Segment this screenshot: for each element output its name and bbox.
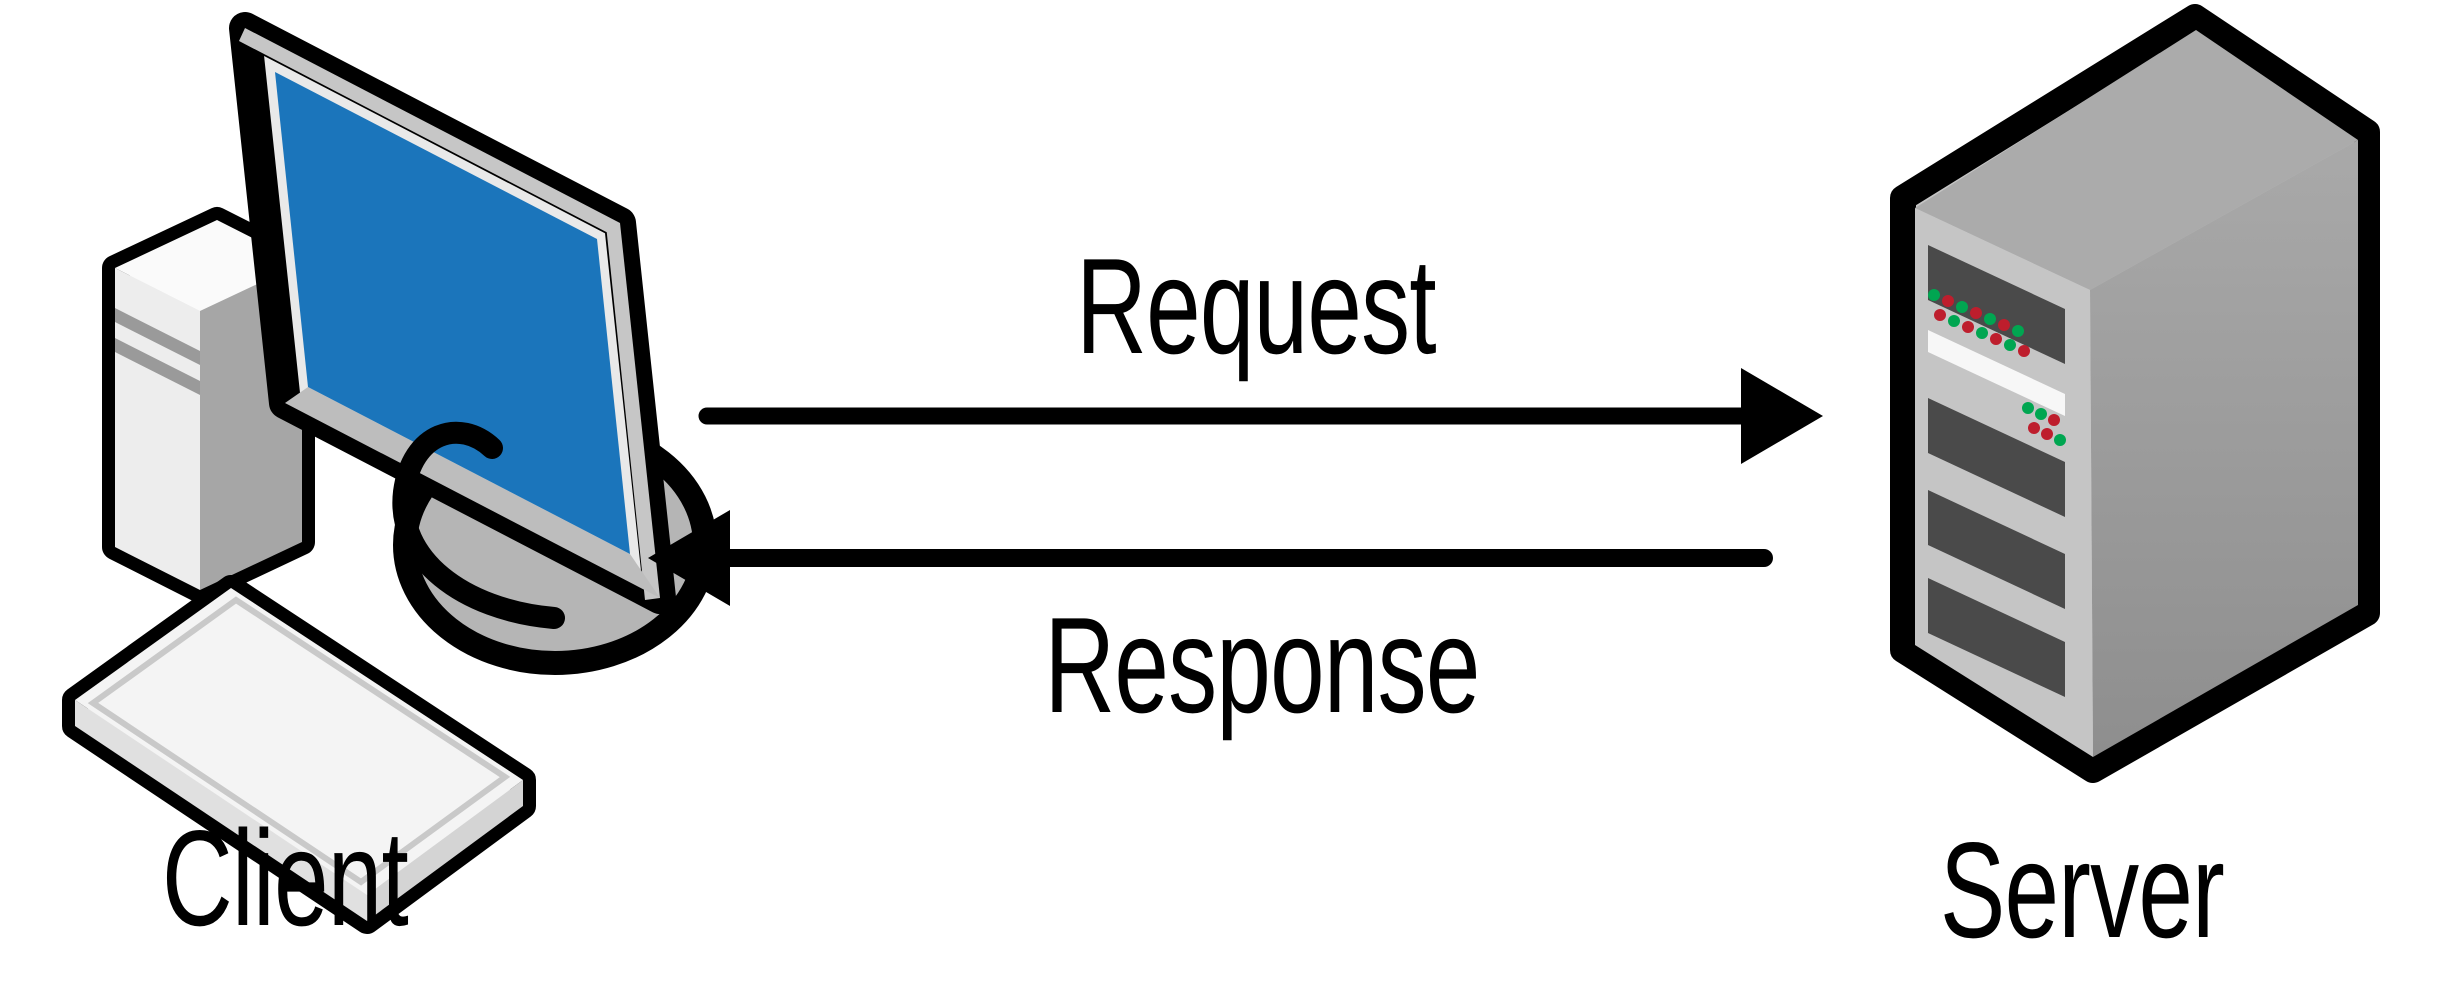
server-white-stripe (1928, 330, 2065, 416)
client-monitor (229, 12, 676, 614)
server-tower-icon (1890, 4, 2380, 783)
server-label: Server (1939, 814, 2225, 966)
server-top-face (1915, 30, 2358, 290)
tower-stripe (115, 308, 200, 365)
tower-stripe (115, 338, 200, 395)
response-arrow-icon (648, 510, 1773, 606)
client-keyboard (62, 575, 536, 934)
server-slots (1928, 245, 2065, 697)
monitor-stand-swirl (392, 421, 565, 629)
request-arrow-icon (698, 368, 1823, 464)
server-led-lights (1928, 289, 2030, 357)
response-label: Response (1044, 589, 1480, 741)
monitor-screen (275, 72, 630, 554)
server-side-face (2090, 140, 2358, 757)
client-label: Client (161, 802, 409, 954)
server-led-cluster (2022, 402, 2066, 446)
request-label: Request (1076, 230, 1436, 382)
